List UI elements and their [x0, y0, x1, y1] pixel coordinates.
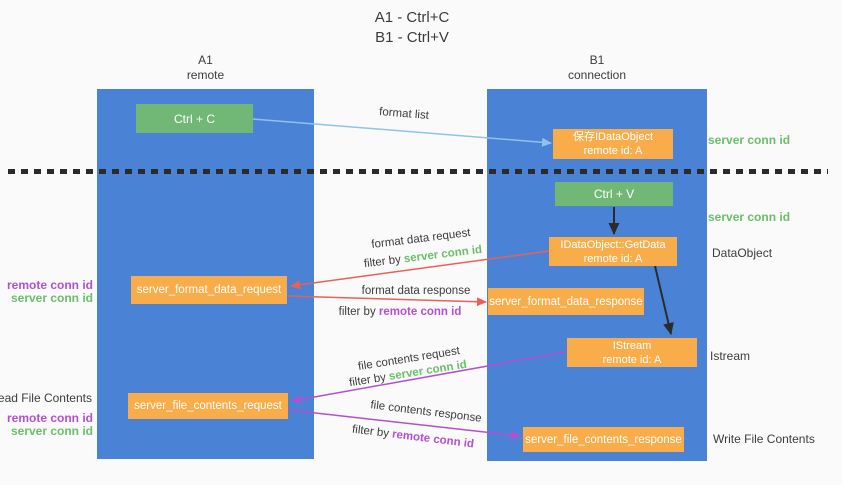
remote-conn-id-annotation-left-1: remote conn id	[6, 278, 93, 292]
dataobject-annotation: DataObject	[712, 246, 773, 260]
server-conn-id-annotation-right-1: server conn id	[708, 133, 791, 147]
format-data-response-label: format data response	[361, 285, 471, 297]
server-conn-id-annotation-right-2: server conn id	[708, 210, 791, 224]
left-lane-id: A1	[198, 53, 213, 67]
filter-by-text: filter by	[338, 306, 376, 318]
server-format-data-response-node: server_format_data_response	[488, 288, 644, 315]
istream-line2: remote id: A	[602, 353, 662, 366]
ctrl-v-node: Ctrl + V	[555, 182, 673, 206]
format-data-response-arrow	[287, 295, 487, 307]
server-file-contents-response-label: server_file_contents_response	[525, 433, 682, 446]
ctrl-c-label: Ctrl + C	[173, 111, 215, 126]
save-dataobject-line1: 保存IDataObject	[572, 131, 654, 143]
server-file-contents-request-label: server_file_contents_request	[134, 400, 282, 412]
server-file-contents-response-node: server_file_contents_response	[523, 427, 684, 452]
left-lane-header: A1 remote	[97, 53, 314, 83]
remote-conn-id-annotation-left-2: remote conn id	[6, 411, 93, 425]
ctrl-c-node: Ctrl + C	[136, 104, 253, 133]
istream-line1: IStream	[612, 339, 652, 352]
title-line-2: B1 - Ctrl+V	[375, 29, 449, 46]
server-file-contents-request-node: server_file_contents_request	[128, 393, 288, 419]
istream-node: IStream remote id: A	[567, 338, 697, 367]
format-data-request-arrow	[290, 250, 550, 290]
right-lane-role: connection	[567, 68, 627, 82]
remote-conn-id-text: remote conn id	[378, 306, 462, 318]
file-contents-request-arrow	[291, 351, 567, 404]
format-list-arrow	[252, 118, 552, 147]
getdata-node: IDataObject::GetData remote id: A	[549, 237, 677, 266]
file-contents-response-arrow	[288, 409, 521, 440]
getdata-line2: remote id: A	[583, 252, 643, 265]
right-lane-header: B1 connection	[487, 53, 707, 83]
getdata-to-istream-arrow	[654, 265, 674, 335]
server-conn-id-annotation-left-2: server conn id	[10, 424, 93, 438]
filter-by-remote-conn-id-label-1: filter by remote conn id	[339, 306, 462, 318]
istream-annotation: Istream	[710, 349, 751, 363]
ctrl-v-label: Ctrl + V	[593, 187, 635, 201]
server-format-data-request-label: server_format_data_request	[136, 284, 282, 296]
write-file-contents-annotation: Write File Contents	[713, 432, 815, 446]
left-lane-role: remote	[186, 68, 225, 82]
right-lane-id: B1	[589, 53, 605, 67]
getdata-line1: IDataObject::GetData	[560, 238, 666, 251]
read-file-contents-annotation: Read File Contents	[0, 391, 92, 405]
diagram-title: A1 - Ctrl+C B1 - Ctrl+V	[375, 8, 450, 48]
server-format-data-response-label: server_format_data_response	[489, 295, 643, 308]
save-dataobject-line2: remote id: A	[583, 145, 643, 157]
title-line-1: A1 - Ctrl+C	[374, 9, 450, 26]
dashed-divider	[8, 169, 828, 174]
server-conn-id-annotation-left-1: server conn id	[10, 291, 93, 305]
server-format-data-request-node: server_format_data_request	[131, 276, 287, 304]
save-dataobject-node: 保存IDataObject remote id: A	[553, 129, 673, 159]
